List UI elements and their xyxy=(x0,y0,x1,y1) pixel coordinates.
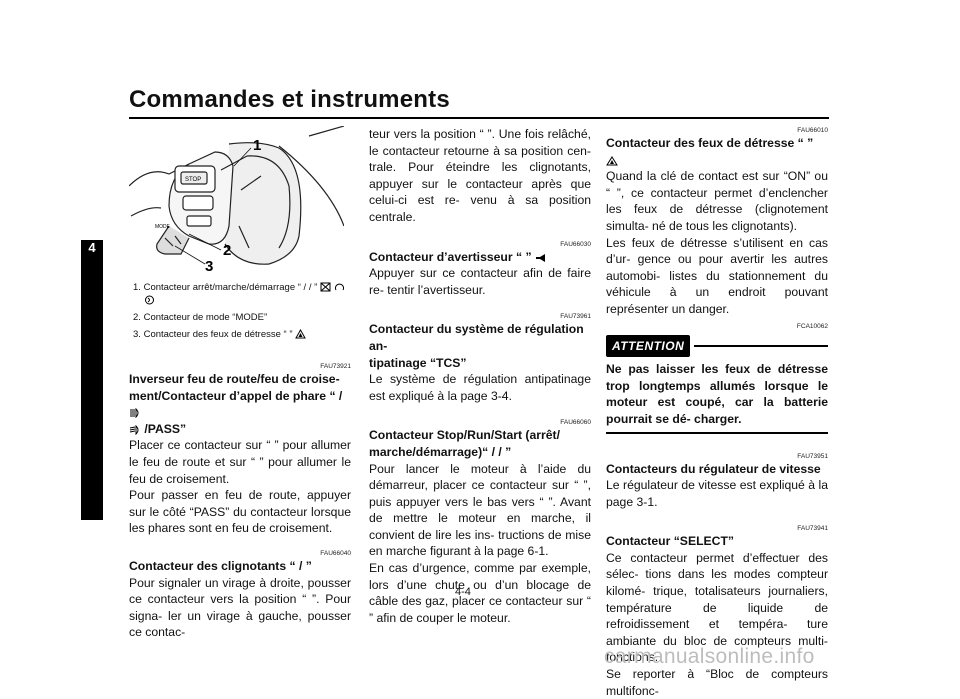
section-body: Pour passer en feu de route, appuyer sur… xyxy=(129,488,351,536)
section-code: FAU66040 xyxy=(320,549,351,557)
section-code: FAU66030 xyxy=(560,240,591,248)
caption-1: 1. Contacteur arrêt/marche/démarrage “ /… xyxy=(133,281,348,307)
watermark: carmanualsonline.info xyxy=(604,645,815,668)
figure-captions: 1. Contacteur arrêt/marche/démarrage “ /… xyxy=(133,281,348,341)
section-code: FAU73961 xyxy=(560,313,591,321)
section-code: FAU66010 xyxy=(797,127,828,134)
section-body: Le système de régulation antipatinage es… xyxy=(369,372,591,403)
page-number: 4-4 xyxy=(455,586,471,598)
section-code: FAU73941 xyxy=(797,525,828,533)
hazard-triangle-icon xyxy=(606,155,618,166)
section-body: Pour signaler un virage à droite, pousse… xyxy=(129,575,351,640)
section-body: teur vers la position “ ”. Une fois relâ… xyxy=(369,127,591,224)
low-beam-icon xyxy=(129,424,139,435)
start-icon xyxy=(145,295,154,305)
section-heading-horn: Contacteur d’avertisseur “ ” xyxy=(369,249,591,266)
column-1: FAU73921 Inverseur feu de route/feu de c… xyxy=(129,352,351,641)
section-body: Appuyer sur ce contacteur afin de faire … xyxy=(369,266,591,297)
chapter-tab xyxy=(81,240,103,520)
section-body: Pour lancer le moteur à l’aide du démarr… xyxy=(369,461,591,559)
handlebar-illustration: STOP MODE 1 2 3 xyxy=(128,125,345,275)
stop-icon xyxy=(320,282,331,292)
attention-text: Ne pas laisser les feux de détresse trop… xyxy=(606,362,828,426)
attention-box: ATTENTION Ne pas laisser les feux de dét… xyxy=(606,334,828,434)
horn-icon xyxy=(535,253,545,262)
section-heading-select: Contacteur “SELECT” xyxy=(606,534,734,549)
section-body: Le régulateur de vitesse est expliqué à … xyxy=(606,478,828,509)
callout-1: 1 xyxy=(253,137,261,154)
section-body: Se reporter à “Bloc de compteurs multifo… xyxy=(606,667,828,698)
attention-code: FCA10062 xyxy=(796,322,828,330)
handlebar-switch-figure: STOP MODE 1 2 3 xyxy=(128,125,345,276)
high-beam-icon xyxy=(130,408,139,419)
column-2: teur vers la position “ ”. Une fois relâ… xyxy=(369,126,591,626)
section-heading-headlight-switch: Inverseur feu de route/feu de croise- me… xyxy=(129,372,343,436)
section-heading-tcs: Contacteur du système de régulation an-t… xyxy=(369,322,584,370)
run-icon xyxy=(334,283,344,291)
section-body: Les feux de détresse s’utilisent en cas … xyxy=(606,235,828,316)
hazard-triangle-icon xyxy=(295,329,306,339)
callout-2: 2 xyxy=(223,242,231,259)
section-code: FAU73951 xyxy=(797,452,828,460)
attention-label: ATTENTION xyxy=(606,334,691,358)
section-code: FAU66060 xyxy=(560,419,591,427)
section-heading-hazard: Contacteur des feux de détresse “ ” xyxy=(606,135,828,168)
section-heading-turn-signal: Contacteur des clignotants “ / ” xyxy=(129,558,312,573)
title-rule xyxy=(129,117,829,119)
caption-3: 3. Contacteur des feux de détresse “ ” xyxy=(133,328,348,341)
stop-label: STOP xyxy=(185,177,201,183)
section-code: FAU73921 xyxy=(320,363,351,370)
mode-label: MODE xyxy=(155,224,171,230)
column-3: FAU66010 Contacteur des feux de détresse… xyxy=(606,116,828,699)
section-body: En cas d’urgence, comme par exemple, lor… xyxy=(369,561,591,625)
page-title: Commandes et instruments xyxy=(129,86,450,113)
caption-2: 2. Contacteur de mode “MODE” xyxy=(133,312,268,323)
callout-3: 3 xyxy=(205,258,213,275)
section-body: Quand la clé de contact est sur “ON” ou … xyxy=(606,169,828,233)
section-heading-cruise: Contacteurs du régulateur de vitesse xyxy=(606,461,821,476)
section-body: Ce contacteur permet d’effectuer des sél… xyxy=(606,550,828,665)
chapter-tab-number: 4 xyxy=(88,240,96,255)
section-heading-stop-run-start: Contacteur Stop/Run/Start (arrêt/marche/… xyxy=(369,428,560,459)
section-body: Placer ce contacteur sur “ ” pour allume… xyxy=(129,438,351,486)
